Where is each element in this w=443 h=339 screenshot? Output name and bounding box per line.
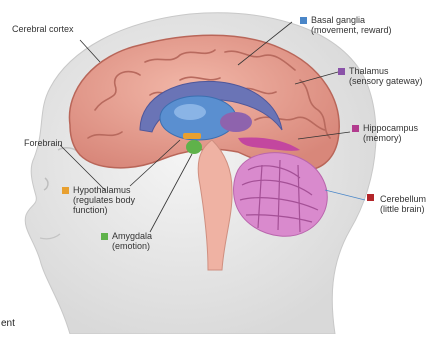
amygdala-desc: (emotion)	[112, 241, 152, 251]
cerebellum-name: Cerebellum	[380, 194, 426, 204]
label-hypothalamus: Hypothalamus (regulates body function)	[73, 185, 135, 215]
hypothalamus-desc-1: (regulates body	[73, 195, 135, 205]
label-cerebellum: Cerebellum (little brain)	[380, 194, 426, 214]
thalamus-name: Thalamus	[349, 66, 423, 76]
label-thalamus: Thalamus (sensory gateway)	[349, 66, 423, 86]
label-basal-ganglia: Basal ganglia (movement, reward)	[311, 15, 392, 35]
hypothalamus-desc-2: function)	[73, 205, 135, 215]
amygdala-shape	[186, 140, 202, 154]
hippocampus-desc: (memory)	[363, 133, 418, 143]
label-cerebral-cortex: Cerebral cortex	[12, 24, 74, 34]
amygdala-swatch	[101, 233, 108, 240]
cerebellum-desc: (little brain)	[380, 204, 426, 214]
basal-ganglia-desc: (movement, reward)	[311, 25, 392, 35]
hypothalamus-name: Hypothalamus	[73, 185, 135, 195]
thalamus-swatch	[338, 68, 345, 75]
forebrain-text: Forebrain	[24, 138, 63, 148]
cerebral-cortex-text: Cerebral cortex	[12, 24, 74, 34]
basal-ganglia-swatch	[300, 17, 307, 24]
hypothalamus-shape	[183, 133, 201, 139]
label-forebrain: Forebrain	[24, 138, 63, 148]
basal-ganglia-name: Basal ganglia	[311, 15, 392, 25]
amygdala-name: Amygdala	[112, 231, 152, 241]
thalamus-shape	[220, 112, 252, 132]
stray-text: ent	[1, 318, 15, 329]
hippocampus-swatch	[352, 125, 359, 132]
cerebellum-swatch	[367, 194, 374, 201]
basal-ganglia-highlight	[174, 104, 206, 120]
hippocampus-name: Hippocampus	[363, 123, 418, 133]
label-amygdala: Amygdala (emotion)	[112, 231, 152, 251]
hypothalamus-swatch	[62, 187, 69, 194]
thalamus-desc: (sensory gateway)	[349, 76, 423, 86]
label-hippocampus: Hippocampus (memory)	[363, 123, 418, 143]
